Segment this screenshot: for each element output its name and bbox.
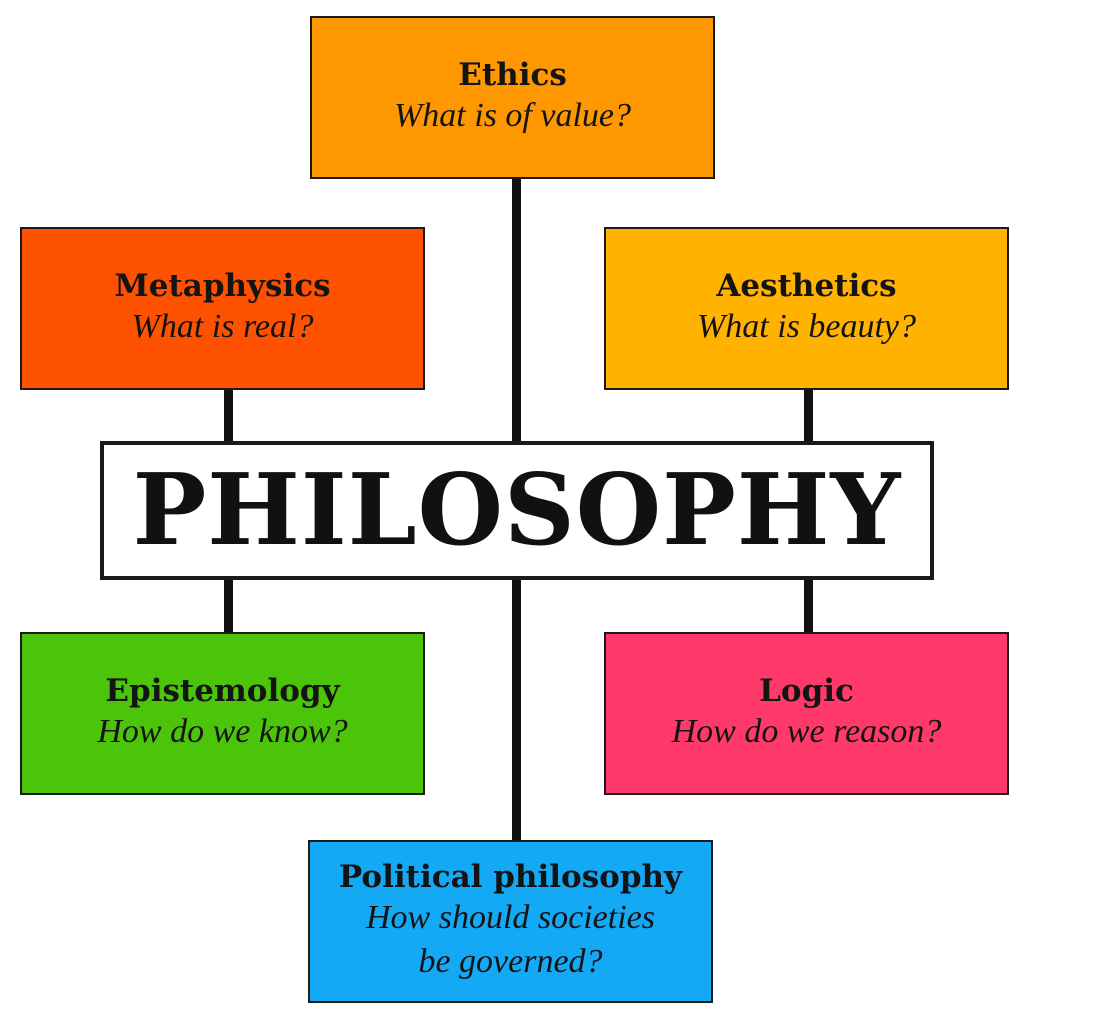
connector-epistemology <box>224 579 233 633</box>
aesthetics-title: Aesthetics <box>716 267 897 304</box>
connector-metaphysics <box>224 389 233 442</box>
ethics-title: Ethics <box>458 56 567 93</box>
political-philosophy-question-line1: How should societies <box>366 898 655 936</box>
political-philosophy-question-line2: be governed? <box>418 943 603 981</box>
metaphysics-box: Metaphysics What is real? <box>20 227 425 390</box>
political-philosophy-title: Political philosophy <box>338 858 683 895</box>
connector-ethics <box>512 178 521 442</box>
logic-box: Logic How do we reason? <box>604 632 1009 795</box>
aesthetics-box: Aesthetics What is beauty? <box>604 227 1009 390</box>
epistemology-box: Epistemology How do we know? <box>20 632 425 795</box>
ethics-question: What is of value? <box>393 97 632 134</box>
logic-question: How do we reason? <box>671 713 942 750</box>
philosophy-title: PHILOSOPHY <box>132 452 902 568</box>
ethics-box: Ethics What is of value? <box>310 16 715 179</box>
logic-title: Logic <box>759 672 854 709</box>
epistemology-question: How do we know? <box>97 713 348 750</box>
political-philosophy-box: Political philosophy How should societie… <box>308 840 713 1003</box>
philosophy-center-box: PHILOSOPHY <box>100 441 934 580</box>
metaphysics-question: What is real? <box>131 308 314 345</box>
connector-logic <box>804 579 813 633</box>
aesthetics-question: What is beauty? <box>696 308 917 345</box>
epistemology-title: Epistemology <box>105 672 340 709</box>
metaphysics-title: Metaphysics <box>114 267 331 304</box>
connector-political <box>512 579 521 841</box>
connector-aesthetics <box>804 389 813 442</box>
